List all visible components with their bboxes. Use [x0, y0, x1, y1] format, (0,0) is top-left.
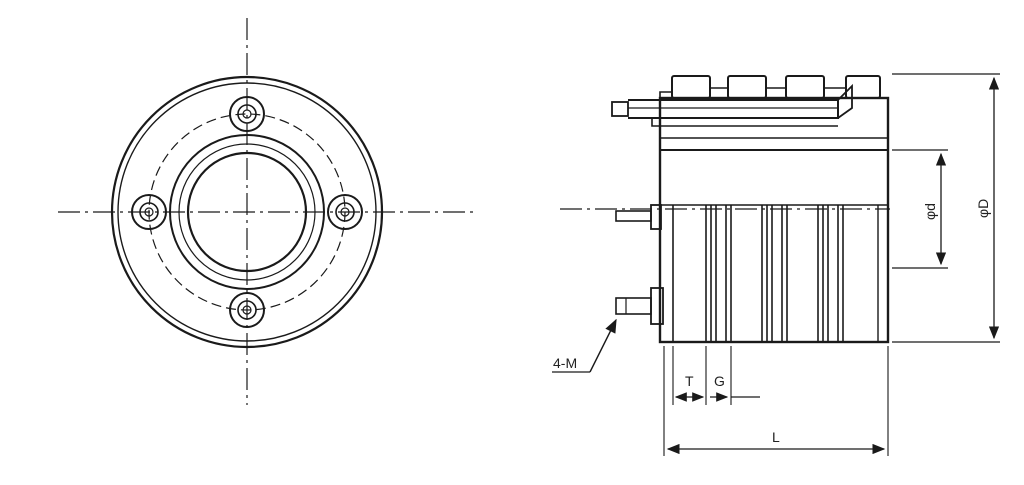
- ring-dimensions: [672, 346, 760, 405]
- ring-sections: [672, 205, 879, 342]
- terminal-blocks: [659, 75, 881, 99]
- mounting-stud-upper: [615, 204, 662, 230]
- ring-gap-label: G: [714, 373, 725, 389]
- hub-outer: [169, 134, 325, 290]
- outer-diameter-label: φD: [975, 199, 991, 218]
- mounting-stud-lower: [615, 287, 664, 325]
- side-view: 4-M φD φd T G: [552, 73, 1000, 456]
- outer-diameter-dimension: [892, 73, 1000, 343]
- bolt-hole-left: [131, 194, 167, 230]
- bolt-hole-bottom: [229, 292, 265, 328]
- bolt-circle: [148, 113, 346, 311]
- flange-outer-bevel: [117, 82, 377, 342]
- flange-outer-edge: [110, 75, 384, 349]
- bolt-callout-leader: [552, 318, 617, 373]
- overall-length-dimension: [663, 346, 889, 456]
- ring-thickness-label: T: [685, 373, 694, 389]
- slip-ring-body: [658, 96, 890, 344]
- bolt-hole-right: [327, 194, 363, 230]
- front-view: [58, 18, 478, 405]
- bolt-hole-top: [229, 96, 265, 132]
- bolt-callout-label: 4-M: [553, 355, 577, 371]
- bore: [186, 151, 308, 273]
- overall-length-label: L: [772, 429, 780, 445]
- hub-step: [178, 143, 316, 281]
- inner-diameter-dimension: [892, 149, 948, 269]
- inner-diameter-label: φd: [922, 203, 938, 220]
- lead-bar: [611, 83, 853, 127]
